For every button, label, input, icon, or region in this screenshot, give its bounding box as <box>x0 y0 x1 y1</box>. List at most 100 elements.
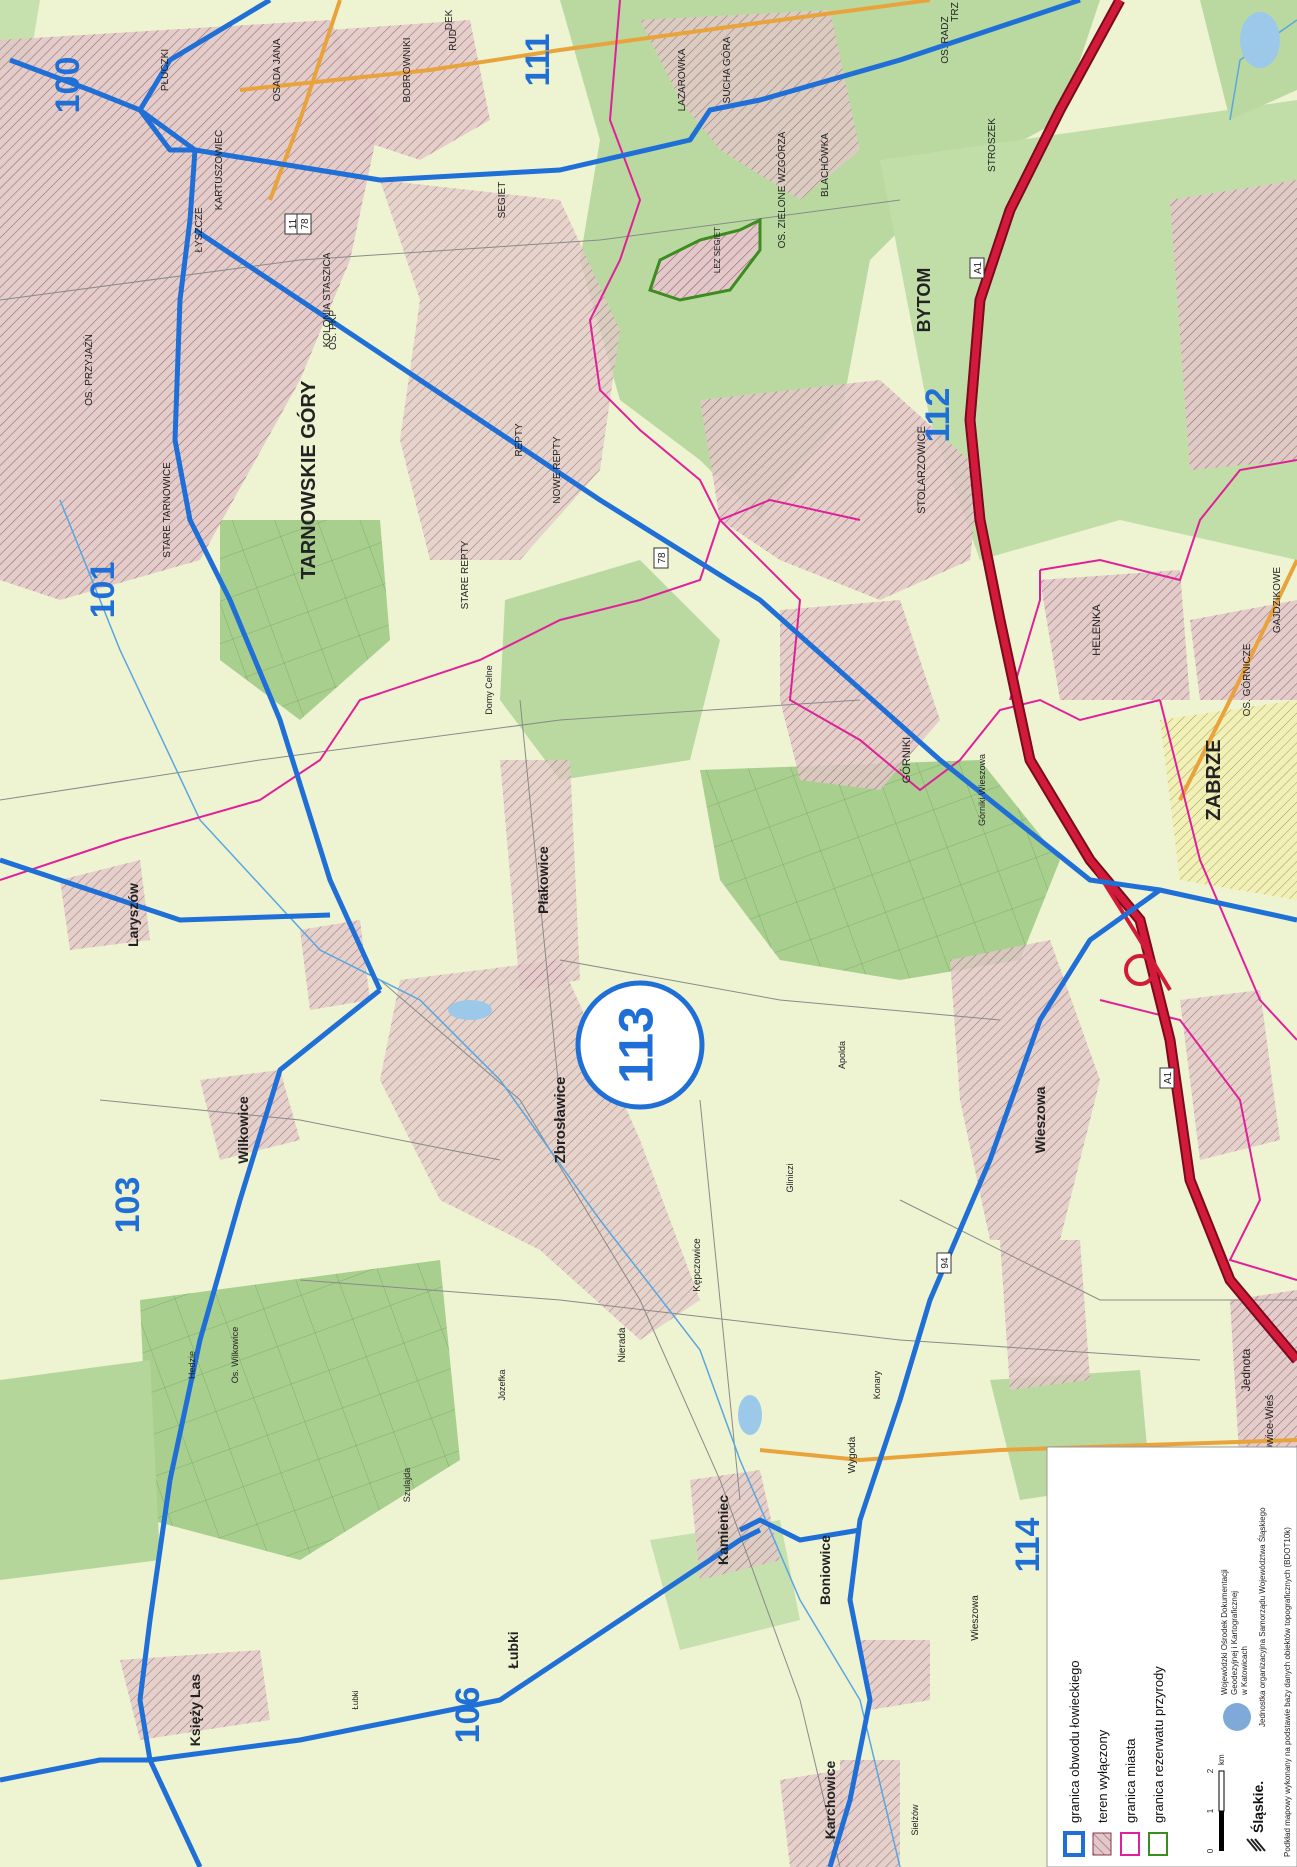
place-label: ŁYSZCZE <box>194 207 205 252</box>
institution-note: Jednostka organizacyjna Samorządu Wojewó… <box>1258 1507 1267 1727</box>
district-number-label: 100 <box>49 57 87 114</box>
place-label: Sielżów <box>910 1804 920 1836</box>
road-shield-box <box>936 1252 952 1274</box>
legend-item: granica miasta <box>1120 1738 1140 1856</box>
place-label: LEZ SEGIET <box>713 227 722 273</box>
place-label: RUD <box>448 29 459 51</box>
institution-line-2: Geodezyjnej i Kartograficznej <box>1230 1591 1239 1695</box>
place-label: REPTY <box>514 423 525 457</box>
place-label: KARTUSZOWIEC <box>214 130 225 210</box>
scale-bar: 0 1 2 km <box>1206 1754 1226 1853</box>
legend-item: teren wyłączony <box>1092 1729 1112 1856</box>
legend-items: granica obwodu łowieckiego teren wyłączon… <box>1063 1660 1168 1857</box>
scale-tick-0: 0 <box>1206 1848 1215 1853</box>
brand-block: Śląskie. <box>1246 1781 1266 1852</box>
place-label: Józefka <box>497 1369 507 1400</box>
place-label: Laryszów <box>125 883 141 947</box>
district-number-label: 106 <box>449 1687 487 1744</box>
place-label: Płakowice <box>535 846 551 914</box>
legend-panel: granica obwodu łowieckiego teren wyłączon… <box>1046 1446 1297 1867</box>
legend-swatch <box>1148 1832 1168 1856</box>
place-label: BLACHÓWKA <box>818 133 831 197</box>
place-label: Karchowice <box>822 1760 838 1839</box>
nature-reserve <box>648 217 762 302</box>
road-shield: 78 <box>296 213 312 235</box>
district-number-label: 112 <box>919 388 957 443</box>
road-shield-box <box>296 213 312 235</box>
place-label: SEGIET <box>497 182 508 219</box>
legend-item: granica rezerwatu przyrody <box>1148 1666 1168 1856</box>
place-label: NOWE REPTY <box>552 436 563 504</box>
district-number-label: 111 <box>519 34 557 87</box>
place-label: STOLARZOWICE <box>916 426 928 514</box>
road-shield-box <box>969 257 985 279</box>
institution-block: Wojewódzki Ośrodek Dokumentacji Geodezyj… <box>1220 1507 1267 1731</box>
place-label: GAJDZIKOWE <box>1272 567 1283 633</box>
legend-label: granica obwodu łowieckiego <box>1067 1660 1082 1823</box>
motorway-a1 <box>964 0 1297 1364</box>
scale-tick-2: 2 <box>1206 1768 1215 1773</box>
place-label: Gliniczi <box>785 1163 795 1192</box>
place-labels: TARNOWSKIE GÓRYBYTOMZABRZEZbrosławicePła… <box>82 2 1283 1839</box>
place-label: GÓRNIKI <box>900 737 913 783</box>
wodgik-logo-icon <box>1223 1703 1251 1731</box>
place-label: STARE REPTY <box>460 540 471 609</box>
road-shield: A1 <box>969 257 985 279</box>
legend-swatch <box>1092 1832 1112 1856</box>
place-label: TARNOWSKIE GÓRY <box>296 380 320 580</box>
place-label: Kamieniec <box>715 1495 731 1565</box>
scale-tick-1: 1 <box>1206 1808 1215 1813</box>
legend-background <box>1046 1446 1297 1867</box>
place-label: OS. PRZYJAŹŃ <box>82 334 95 406</box>
road-number: 78 <box>657 552 668 564</box>
legend-label: granica rezerwatu przyrody <box>1151 1666 1166 1823</box>
slaskie-logo-icon <box>1246 1838 1266 1852</box>
legend-label: teren wyłączony <box>1095 1729 1110 1823</box>
road-number: 78 <box>300 218 311 230</box>
road-number: 11 <box>288 218 299 229</box>
main-roads <box>239 0 1297 1463</box>
place-label: Górniki Wieszowa <box>977 754 987 826</box>
district-number-label: 103 <box>109 1177 147 1234</box>
brand-name: Śląskie. <box>1249 1781 1266 1833</box>
place-label: Kępczowice <box>692 1238 703 1292</box>
place-label: Wieszowa <box>970 1595 981 1641</box>
road-number: A1 <box>1163 1071 1174 1084</box>
place-label: TRZ <box>950 2 961 21</box>
place-label: Apolda <box>837 1041 847 1069</box>
district-labels: 100 101 103 106 111 112 114 113 <box>49 34 1047 1744</box>
place-label: OSADA JANA <box>272 38 283 101</box>
place-label: Os. Wilkowice <box>230 1327 240 1384</box>
place-label: LAZAROWKA <box>677 48 688 111</box>
legend-swatch <box>1120 1832 1140 1856</box>
road-shield: A1 <box>1159 1067 1175 1089</box>
district-number-label: 113 <box>611 1006 664 1083</box>
institution-line-3: w Katowicach <box>1240 1646 1249 1696</box>
road-shield: 94 <box>936 1252 952 1274</box>
scale-segment-2 <box>1218 1770 1225 1812</box>
place-label: Szulajda <box>402 1468 412 1503</box>
legend-item: granica obwodu łowieckiego <box>1063 1660 1085 1857</box>
institution-line-1: Wojewódzki Ośrodek Dokumentacji <box>1220 1569 1229 1695</box>
district-number-label: 101 <box>84 562 122 619</box>
district-113-circle <box>575 980 705 1110</box>
place-label: Nierada <box>617 1327 628 1362</box>
scale-segment-1 <box>1219 1811 1224 1851</box>
place-label: BYTOM <box>914 268 934 333</box>
place-label: OS. GÓRNICZE <box>1240 643 1253 716</box>
district-number-label: 114 <box>1009 1517 1047 1572</box>
place-label: Wygoda <box>847 1436 858 1473</box>
rivers <box>59 12 1297 1867</box>
place-label: OS. ZIELONE WZGÓRZA <box>775 131 788 248</box>
place-label: BOBROWNIKI <box>402 37 413 102</box>
scale-unit: km <box>1217 1754 1226 1765</box>
legend-footer: Podkład mapowy wykonany na podstawie baz… <box>1283 1527 1292 1857</box>
place-label: KOLONIA STASZICA <box>322 252 333 347</box>
road-shield-box <box>1159 1067 1175 1089</box>
place-label: DEK <box>444 9 455 30</box>
road-shield-box <box>653 547 669 569</box>
place-label: SUCHA GÓRA <box>720 36 733 103</box>
place-label: Jednota <box>1239 1348 1253 1391</box>
